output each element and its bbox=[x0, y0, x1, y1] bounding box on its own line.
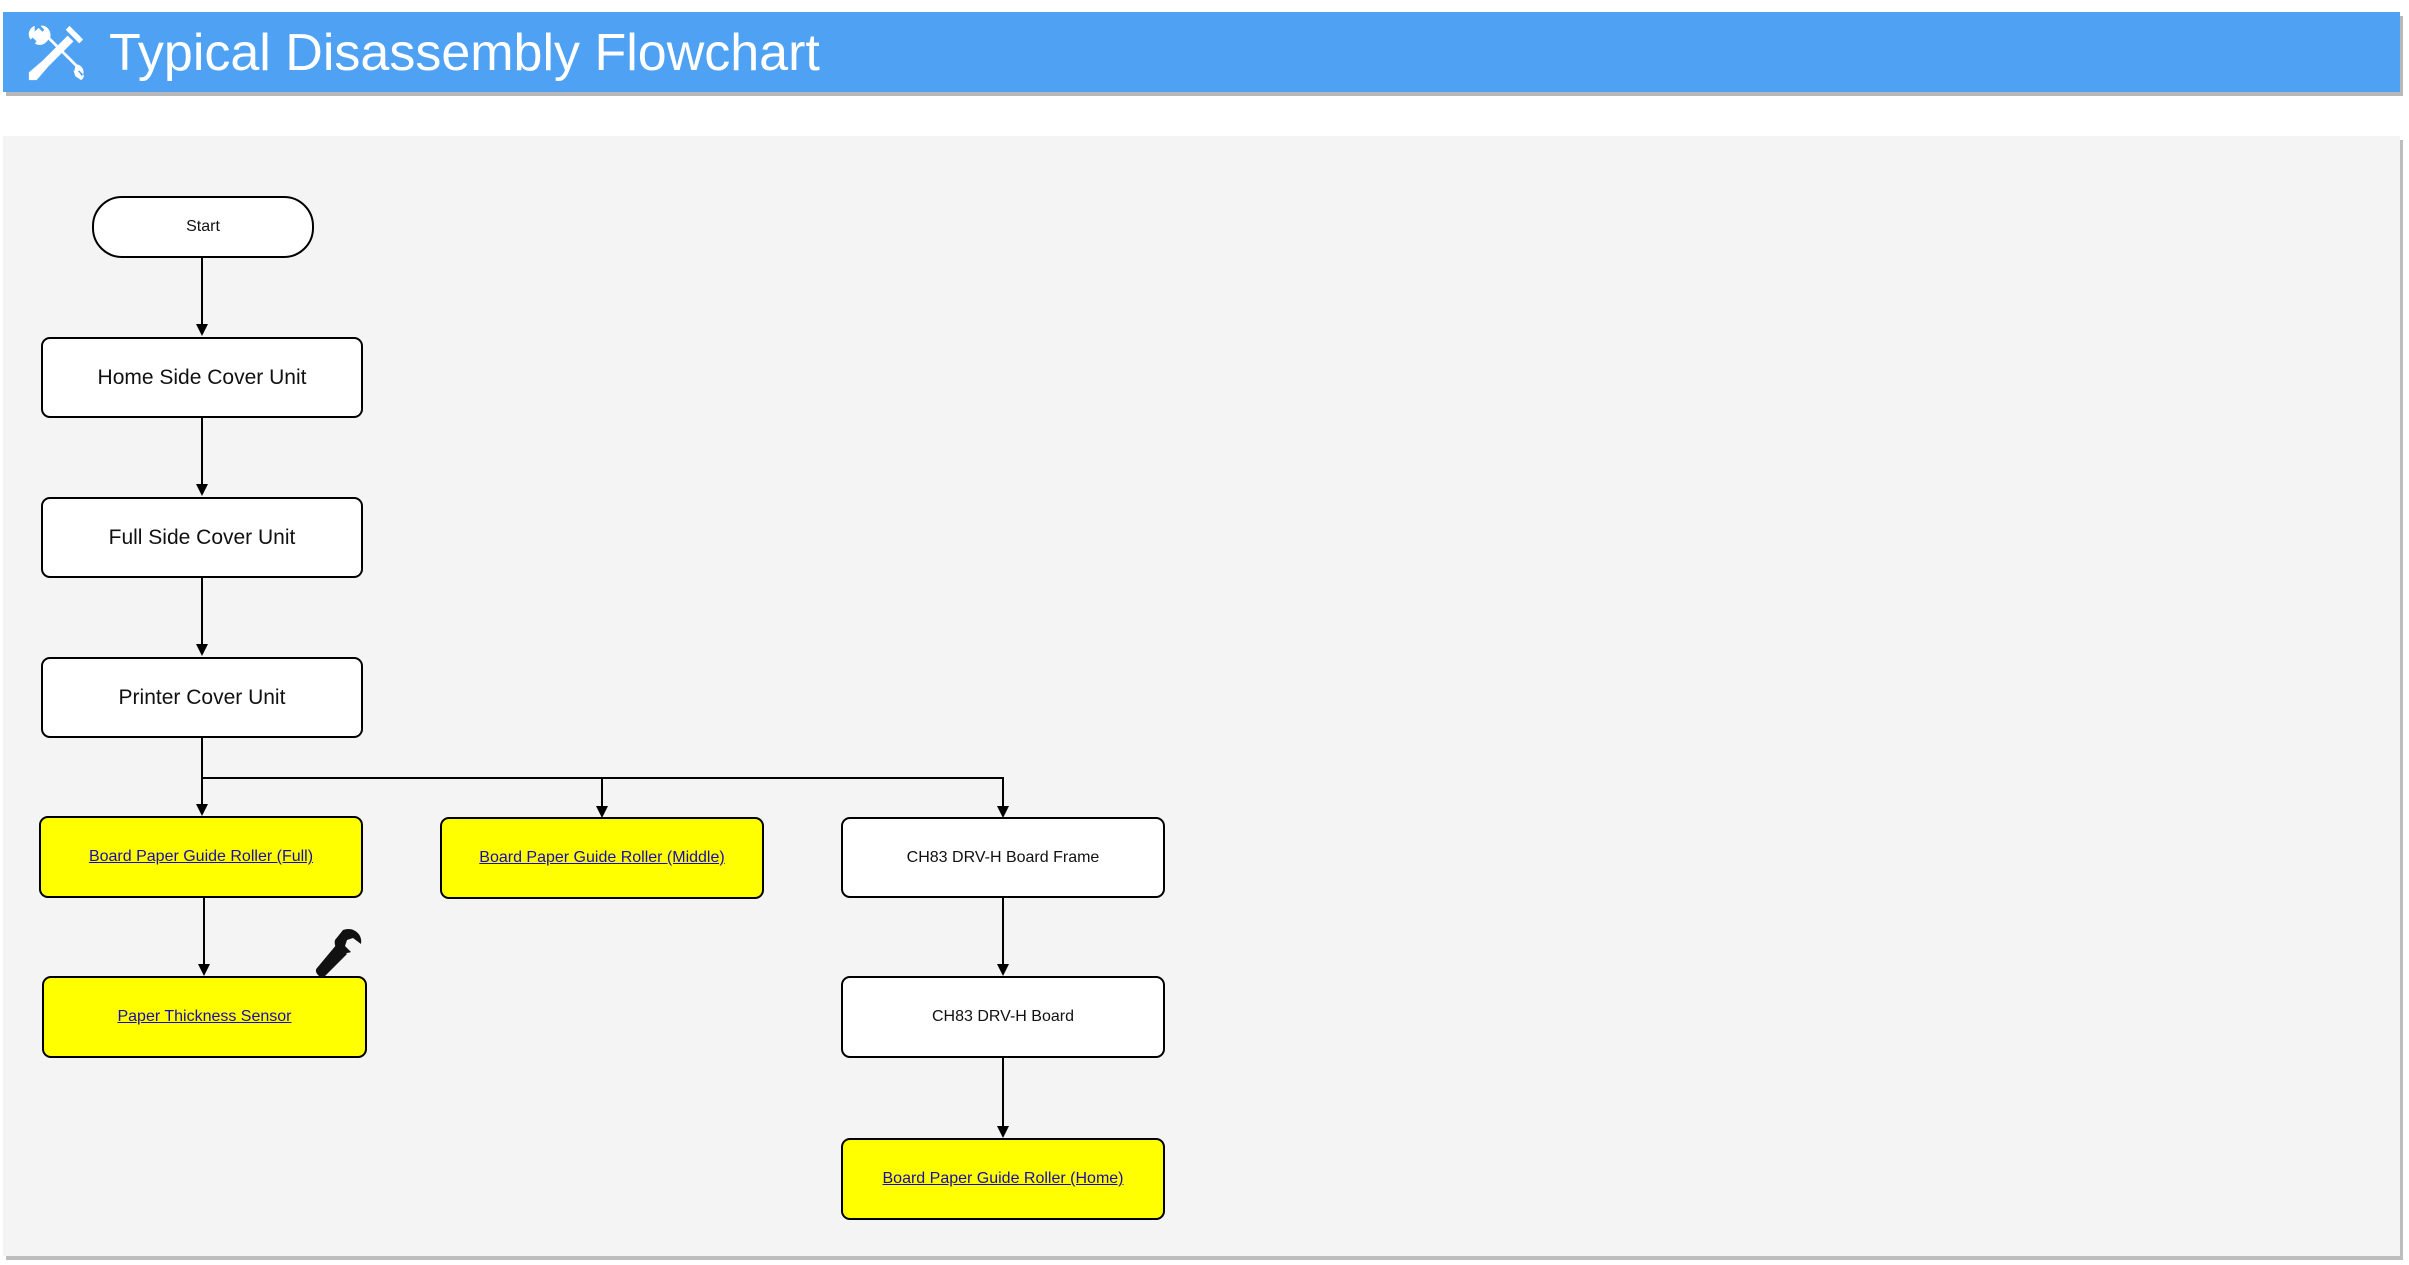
thickness-sensor-link[interactable]: Paper Thickness Sensor bbox=[117, 1008, 292, 1025]
printer-cover-node: Printer Cover Unit bbox=[41, 657, 363, 738]
roller-middle-link[interactable]: Board Paper Guide Roller (Middle) bbox=[479, 849, 725, 866]
roller-middle-node[interactable]: Board Paper Guide Roller (Middle) bbox=[440, 817, 764, 899]
page-title: Typical Disassembly Flowchart bbox=[109, 24, 820, 82]
full-side-cover-label: Full Side Cover Unit bbox=[108, 525, 296, 549]
roller-home-node[interactable]: Board Paper Guide Roller (Home) bbox=[841, 1138, 1165, 1220]
thickness-sensor-node[interactable]: Paper Thickness Sensor bbox=[42, 976, 367, 1058]
connector-lines bbox=[196, 258, 1009, 1138]
home-side-cover-label: Home Side Cover Unit bbox=[97, 365, 307, 389]
home-side-cover-node: Home Side Cover Unit bbox=[41, 337, 363, 418]
tools-icon bbox=[28, 25, 84, 81]
start-node: Start bbox=[92, 196, 314, 258]
drv-frame-node: CH83 DRV-H Board Frame bbox=[841, 817, 1165, 898]
printer-cover-label: Printer Cover Unit bbox=[118, 685, 286, 709]
connector-printer-roller-middle bbox=[202, 777, 608, 818]
drv-board-label: CH83 DRV-H Board bbox=[932, 1008, 1074, 1025]
roller-full-node[interactable]: Board Paper Guide Roller (Full) bbox=[39, 816, 363, 898]
roller-full-link[interactable]: Board Paper Guide Roller (Full) bbox=[88, 848, 314, 865]
drv-frame-label: CH83 DRV-H Board Frame bbox=[906, 848, 1100, 866]
full-side-cover-node: Full Side Cover Unit bbox=[41, 497, 363, 578]
title-bar: Typical Disassembly Flowchart bbox=[3, 12, 2400, 92]
roller-home-link[interactable]: Board Paper Guide Roller (Home) bbox=[882, 1170, 1124, 1187]
drv-board-node: CH83 DRV-H Board bbox=[841, 976, 1165, 1058]
connector-printer-drv-frame bbox=[602, 777, 1009, 818]
flowchart-canvas: Start Home Side Cover Unit Full Side Cov… bbox=[3, 136, 2400, 1256]
wrench-icon bbox=[315, 928, 362, 978]
start-label: Start bbox=[186, 218, 220, 235]
